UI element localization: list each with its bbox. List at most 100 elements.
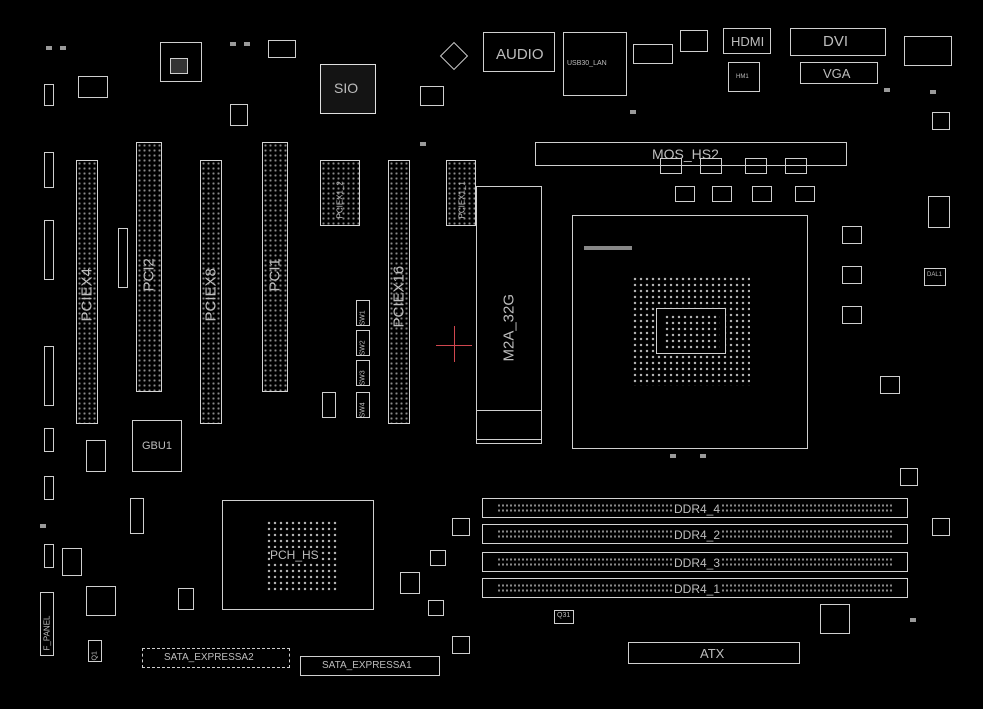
dvi-label: DVI [823, 33, 849, 50]
atx-power-connector [628, 642, 800, 664]
pad-6 [630, 110, 636, 114]
right-comp-6 [932, 518, 950, 536]
sata-expressa2-label: SATA_EXPRESSA2 [164, 652, 254, 663]
sio-label: SIO [334, 80, 359, 96]
sw3-label: SW3 [359, 370, 367, 386]
sio-chip [320, 64, 376, 114]
bl-comp-8 [452, 518, 470, 536]
chip-top-left-3 [78, 76, 108, 98]
right-comp-4 [842, 306, 862, 324]
pad-8 [700, 454, 706, 458]
q31-component [554, 610, 574, 624]
pad-4 [244, 42, 250, 46]
mosfet-2 [712, 186, 732, 202]
pciex8-slot [200, 160, 222, 424]
mosfet-8 [785, 158, 807, 174]
pciex1-1-label: PCIEX1_1 [457, 181, 467, 219]
gbu1-label: GBU1 [142, 440, 172, 452]
pciex16-slot [388, 160, 410, 424]
left-header-1 [44, 152, 54, 188]
ddr4-3-label: DDR4_3 [672, 556, 723, 570]
left-comp-1 [86, 440, 106, 472]
pciex1-1-slot [446, 160, 476, 226]
hdmi-chip-label: HM1 [736, 74, 749, 80]
sw1-switch [356, 300, 370, 326]
usb-lan-label: USB30_LAN [567, 60, 607, 67]
bl-comp-7 [428, 600, 444, 616]
pciex4-label: PCIEX4 [78, 268, 96, 322]
left-comp-2 [118, 228, 128, 288]
sw2-label: SW2 [359, 340, 367, 356]
m2a-label: M2A_32G [500, 293, 518, 362]
ddr4-4-label: DDR4_4 [672, 502, 723, 516]
mosfet-5 [660, 158, 682, 174]
right-comp-1 [928, 196, 950, 228]
pad-5 [420, 142, 426, 146]
chip-top-mid-2 [230, 104, 248, 126]
usb-connector-small [633, 44, 673, 64]
sw4-label: SW4 [359, 402, 367, 418]
atx-label: ATX [700, 646, 725, 661]
pciex16-label: PCIEX16 [390, 265, 408, 328]
left-header-6 [44, 84, 54, 106]
dal1-label: DAL1 [927, 272, 943, 278]
pch-heatsink [222, 500, 374, 610]
audio-connector [483, 32, 555, 72]
pciex8-label: PCIEX8 [202, 268, 220, 322]
q1-label: Q1 [91, 651, 99, 661]
left-header-7 [44, 544, 54, 568]
crosshair-v [454, 326, 455, 362]
bl-comp-3 [130, 498, 144, 534]
hdmi-label: HDMI [731, 34, 765, 49]
usb-rear-connector [904, 36, 952, 66]
f-panel-label: F_PANEL [42, 615, 52, 651]
chip-top-left-1 [160, 42, 202, 82]
pad-10 [910, 618, 916, 622]
sw3-switch [356, 360, 370, 386]
pci2-label: PCI2 [140, 258, 158, 292]
sw4-switch [356, 392, 370, 418]
right-comp-8 [820, 604, 850, 634]
mosfet-3 [752, 186, 772, 202]
left-header-5 [44, 476, 54, 500]
ddr4-2-label: DDR4_2 [672, 528, 723, 542]
bl-comp-5 [400, 572, 420, 594]
left-header-2 [44, 220, 54, 280]
pci2-slot [136, 142, 162, 392]
pci1-slot [262, 142, 288, 392]
pci1-label: PCI1 [266, 258, 284, 292]
mosfet-6 [700, 158, 722, 174]
usb-lan-connector [563, 32, 627, 96]
chip-top-left-2 [170, 58, 188, 74]
pad-1 [46, 46, 52, 50]
vga-connector [800, 62, 878, 84]
sata-expressa1-connector [300, 656, 440, 676]
left-header-4 [44, 428, 54, 452]
right-comp-2 [842, 226, 862, 244]
mosfet-7 [745, 158, 767, 174]
cpu-socket [572, 215, 808, 449]
chip-top-mid-1 [268, 40, 296, 58]
bl-comp-2 [86, 586, 116, 616]
sata-expressa2-connector [142, 648, 290, 668]
q1-component [88, 640, 102, 662]
mosfet-1 [675, 186, 695, 202]
dvi-connector [790, 28, 886, 56]
top-small-connector [680, 30, 708, 52]
right-comp-3 [842, 266, 862, 284]
hdmi-connector [723, 28, 771, 54]
bl-comp-4 [178, 588, 194, 610]
pciex1-2-label: PCIEX1_2 [335, 181, 345, 219]
hdmi-chip [728, 62, 760, 92]
m2a-connector [476, 410, 542, 440]
ddr4-1-label: DDR4_1 [672, 582, 723, 596]
pad-11 [884, 88, 890, 92]
chip-diamond [439, 41, 469, 71]
vga-label: VGA [823, 66, 851, 81]
sw1-label: SW1 [359, 310, 367, 326]
gbu1-chip [132, 420, 182, 472]
pad-9 [40, 524, 46, 528]
sw2-switch [356, 330, 370, 356]
chip-l4 [420, 86, 444, 106]
q31-label: Q31 [557, 612, 571, 619]
